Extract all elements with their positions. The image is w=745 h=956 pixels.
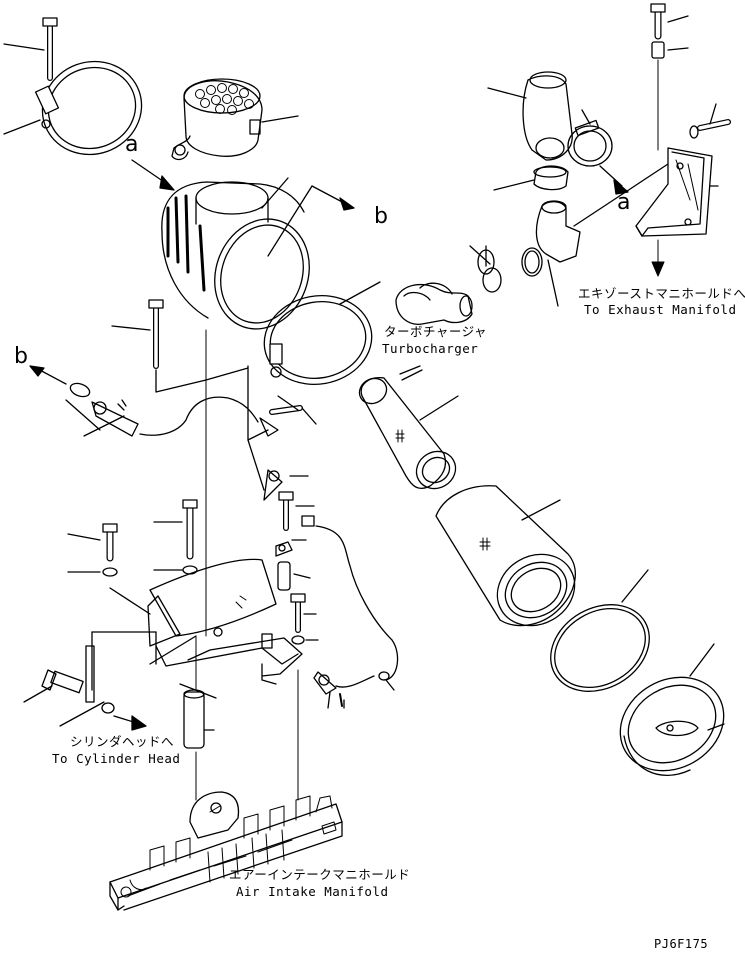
hardware-center (247, 365, 399, 709)
cylinder-head-label-jp: シリンダヘッドへ (70, 734, 175, 749)
exhaust-bracket (635, 3, 731, 237)
small-clip (339, 693, 343, 707)
outer-filter-element (435, 485, 576, 627)
reference-mark-a-left: a (125, 132, 139, 157)
primary-filter-element (358, 377, 459, 490)
left-bolt-harness (29, 299, 259, 437)
gasket-ring (550, 569, 650, 692)
bracket-assembly (91, 558, 303, 691)
turbocharger (395, 282, 473, 381)
alignment-lines (195, 59, 665, 801)
turbocharger-label-jp: ターボチャージャ (384, 324, 488, 339)
lower-clamp (263, 281, 381, 385)
air-intake-manifold (109, 791, 343, 911)
air-intake-manifold-label-en: Air Intake Manifold (236, 884, 389, 899)
drawing-code: PJ6F175 (654, 937, 709, 951)
top-left-clamp (3, 17, 143, 156)
exhaust-pipes (469, 71, 669, 307)
reference-mark-b-upper: b (374, 204, 389, 229)
turbocharger-label-en: Turbocharger (382, 341, 479, 356)
reference-mark-a-right: a (617, 190, 631, 215)
reference-mark-b-left: b (14, 344, 29, 369)
precleaner (171, 78, 299, 161)
cylinder-head-label-en: To Cylinder Head (52, 751, 181, 766)
air-cleaner-body (131, 159, 355, 330)
dust-cover (619, 643, 725, 777)
air-intake-manifold-label-jp: エアーインテークマニホールド (229, 867, 411, 882)
exhaust-manifold-label-jp: エキゾーストマニホールドへ (578, 286, 745, 301)
hardware-lower-left (23, 499, 217, 749)
exhaust-manifold-label-en: To Exhaust Manifold (584, 302, 737, 317)
